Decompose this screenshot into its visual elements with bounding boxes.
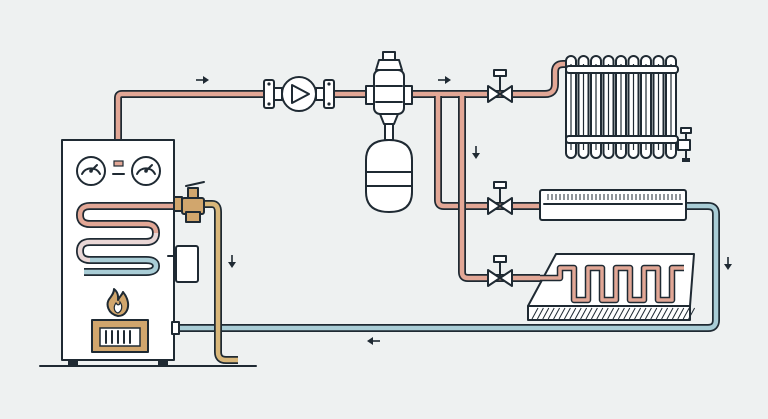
flame-icon (106, 288, 130, 317)
burner-icon (91, 319, 149, 353)
flow-arrows (196, 76, 732, 345)
supply-main-pipe (114, 60, 568, 140)
flow-arrow-icon (196, 76, 209, 84)
return-inlet-fitting (171, 321, 180, 335)
tank-icon (365, 139, 413, 213)
flow-arrow-icon (438, 76, 451, 84)
supply-branch-baseboard-pipe (434, 96, 545, 210)
coil-icon (76, 202, 174, 276)
gauge-icon (131, 156, 161, 186)
control-box-icon (167, 245, 199, 283)
supply-branch-floor-pipe (458, 96, 540, 282)
pump-icon (263, 76, 335, 112)
zone-valve-icon (487, 69, 513, 103)
valve-icon (173, 181, 205, 223)
flow-arrow-icon (228, 255, 236, 268)
relief-discharge-pipe (204, 200, 238, 364)
gauge-icon (76, 156, 106, 186)
radiator-icon (565, 55, 692, 162)
zone-valve-icon (487, 255, 513, 287)
zone-valve-icon (487, 181, 513, 215)
flow-arrow-icon (724, 257, 732, 270)
indicator-light-icon (112, 160, 125, 175)
boiler (39, 139, 257, 367)
floor-heating-icon (527, 253, 696, 321)
flow-arrow-icon (367, 337, 380, 345)
baseboard-icon (539, 189, 687, 221)
return-main-pipe (176, 202, 720, 332)
flow-arrow-icon (472, 146, 480, 159)
air-separator-icon (365, 51, 413, 141)
